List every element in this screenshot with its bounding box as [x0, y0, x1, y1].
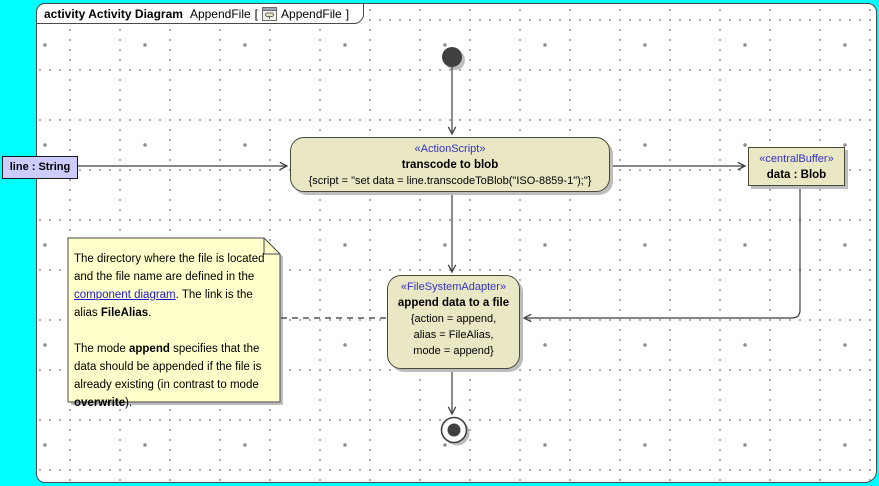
note-paragraph-2: The mode append specifies that the data … [74, 340, 275, 412]
activity-diagram-icon [262, 6, 278, 21]
note-text-2b: specifies that the data should be append… [74, 343, 262, 391]
action-node-append[interactable]: «FileSystemAdapter» append data to a fil… [387, 275, 520, 369]
note-text-2a: The mode [74, 343, 129, 355]
diagram-kind-label: activity Activity Diagram [44, 6, 183, 21]
initial-node-circle [442, 47, 462, 67]
note-comment[interactable]: The directory where the file is located … [74, 250, 275, 412]
note-text-1c: . [148, 307, 152, 319]
diagram-name: AppendFile [189, 6, 251, 21]
note-text-2c: ). [125, 397, 133, 409]
note-text-1b: . The link is the alias [74, 289, 253, 319]
initial-node[interactable] [442, 47, 465, 70]
component-diagram-link[interactable]: component diagram [74, 289, 176, 301]
append-spec-line-2: alias = FileAlias, [413, 329, 494, 341]
note-bold-filealias: FileAlias [100, 307, 149, 319]
append-spec-line-3: mode = append} [413, 345, 494, 357]
final-node-inner [447, 423, 461, 437]
edge-buffer-to-append[interactable] [522, 187, 801, 323]
action-name-append: append data to a file [397, 297, 510, 309]
note-fold-corner [263, 238, 280, 255]
stereotype-centralbuffer: «centralBuffer» [759, 153, 834, 165]
append-spec-line-1: {action = append, [410, 313, 497, 325]
note-body [67, 237, 281, 403]
diagram-header-tab[interactable]: activity Activity Diagram AppendFile [ A… [36, 3, 365, 24]
action-script-spec: {script = "set data = line.transcodeToBl… [308, 175, 592, 187]
note-bold-append: append [128, 343, 170, 355]
stereotype-filesystemadapter: «FileSystemAdapter» [400, 281, 507, 293]
central-buffer-node[interactable]: «centralBuffer» data : Blob [748, 147, 845, 186]
action-name-transcode: transcode to blob [401, 159, 499, 171]
note-paragraph-1: The directory where the file is located … [74, 250, 275, 322]
stereotype-actionscript: «ActionScript» [414, 143, 486, 155]
note-text-1a: The directory where the file is located … [74, 253, 265, 283]
note-bold-overwrite: overwrite [74, 397, 126, 409]
open-bracket: [ [254, 6, 259, 21]
object-node-line-string[interactable]: line : String [2, 156, 78, 179]
action-node-transcode[interactable]: «ActionScript» transcode to blob {script… [290, 137, 610, 192]
close-bracket: ] [345, 6, 350, 21]
activity-final-node[interactable] [440, 416, 470, 446]
note-shape[interactable] [67, 237, 283, 405]
frame-ref-name: AppendFile [281, 6, 342, 21]
buffer-name-data-blob: data : Blob [766, 169, 827, 181]
